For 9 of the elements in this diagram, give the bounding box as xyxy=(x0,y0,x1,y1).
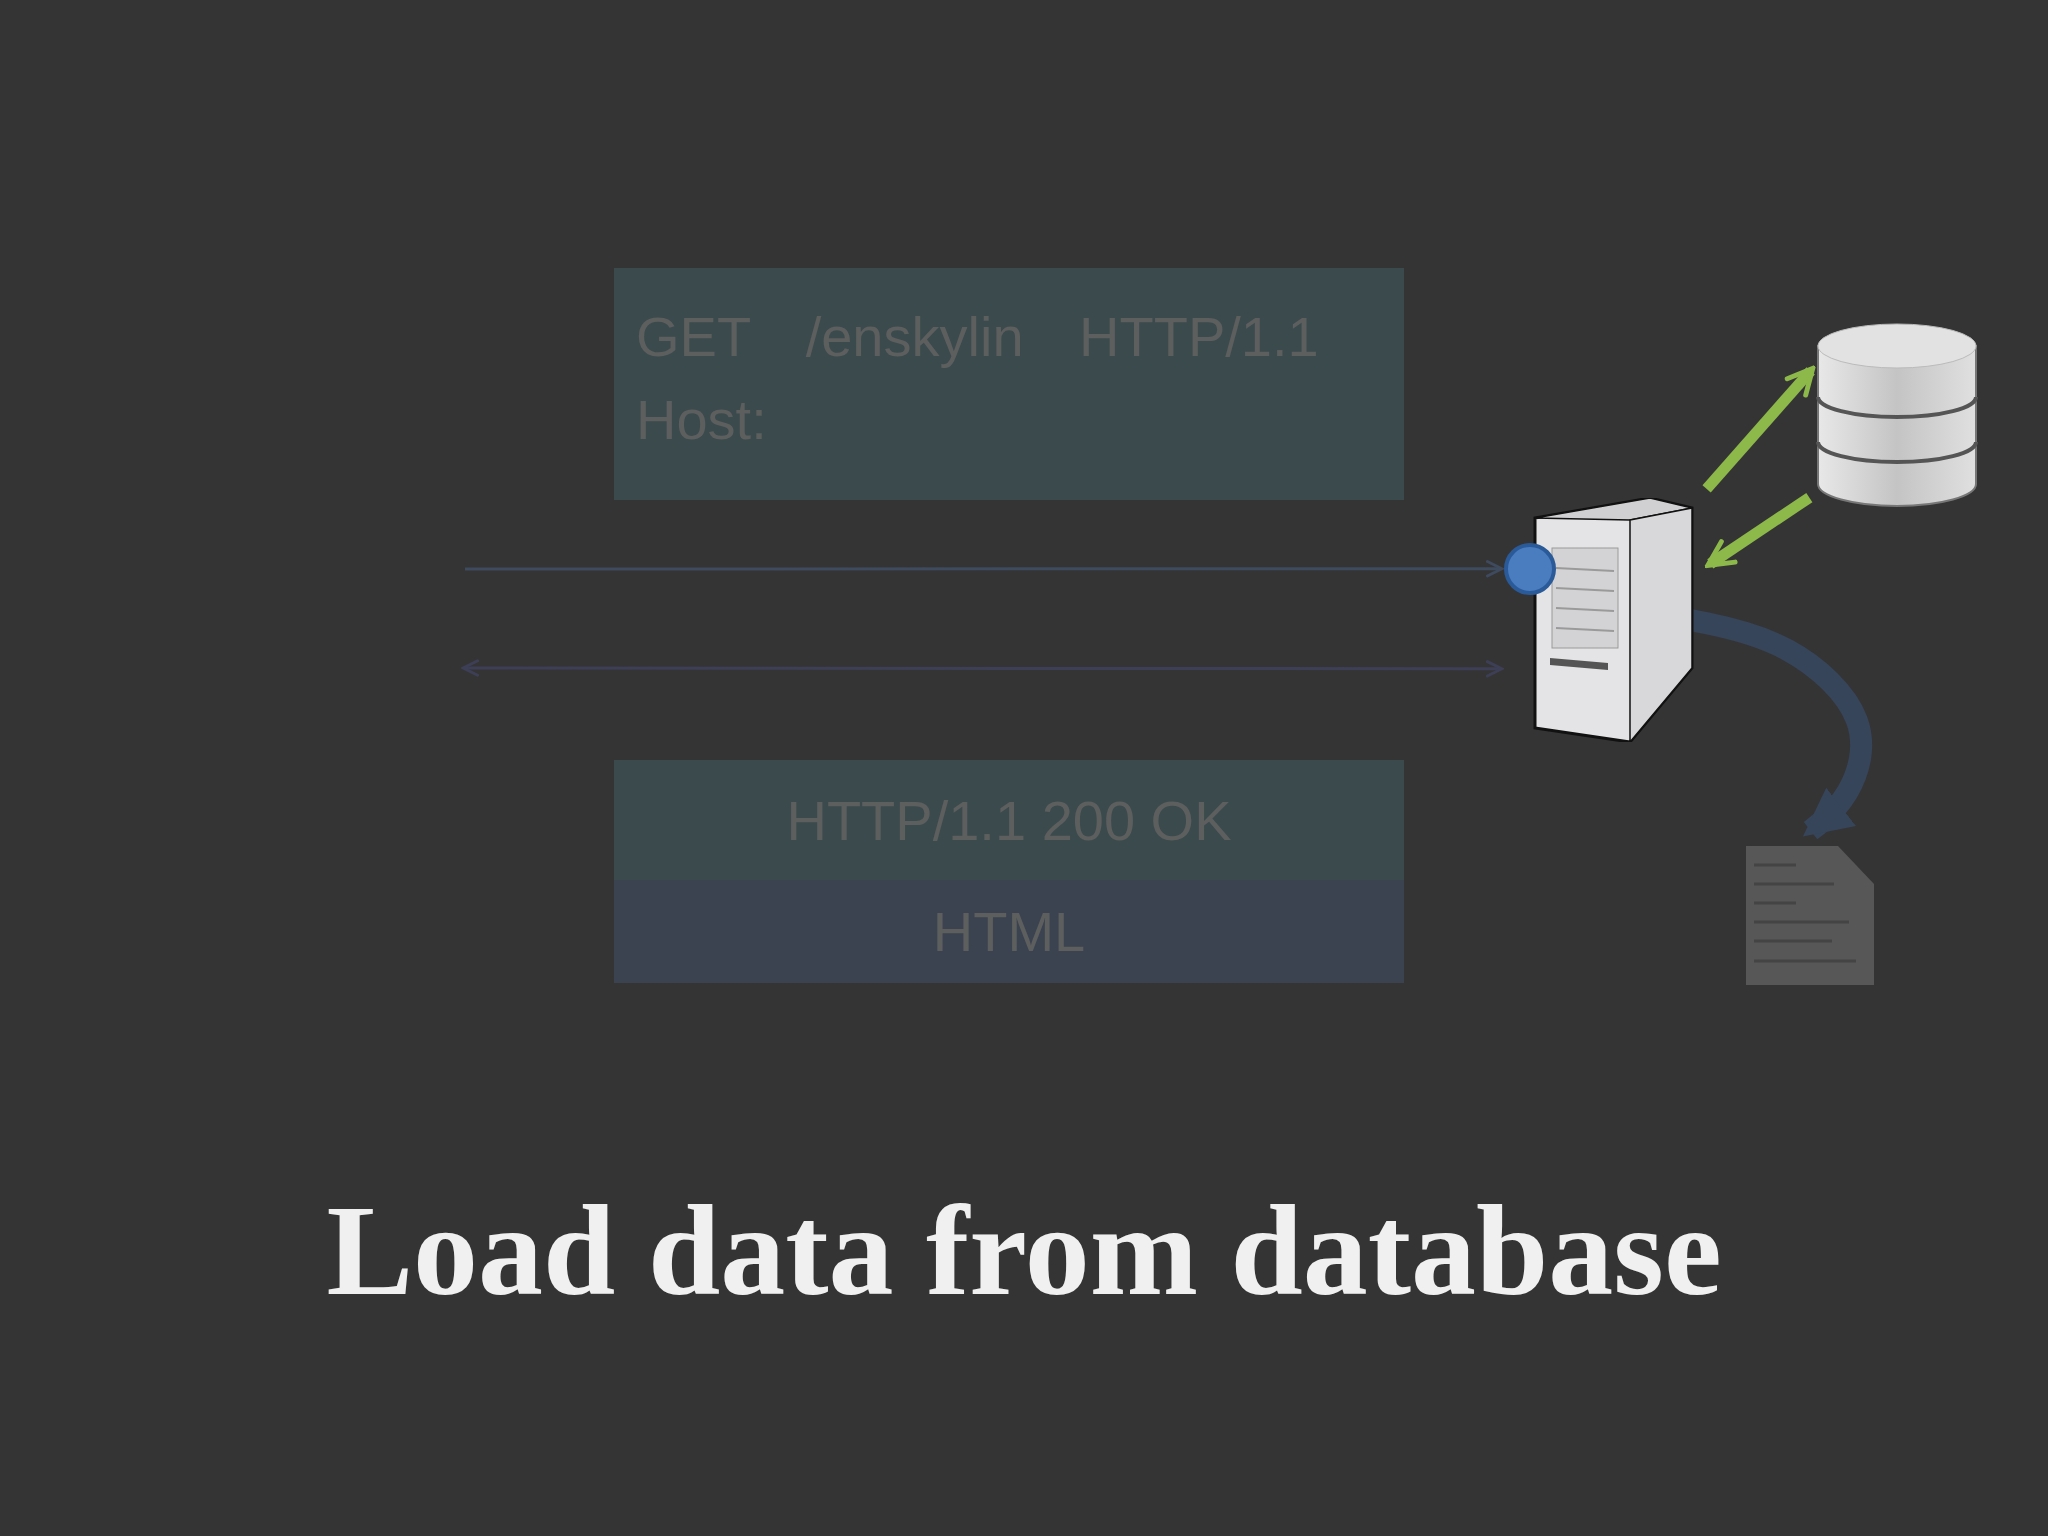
arrow xyxy=(461,659,1504,678)
arrow xyxy=(1705,493,1813,569)
database-drawing xyxy=(1816,322,1978,508)
arrow xyxy=(465,560,1504,578)
document-icon xyxy=(1746,846,1874,985)
request-box xyxy=(614,268,1404,500)
slide-title: Load data from database xyxy=(326,1178,1722,1322)
arrow xyxy=(1702,366,1816,493)
body-box xyxy=(614,880,1404,983)
